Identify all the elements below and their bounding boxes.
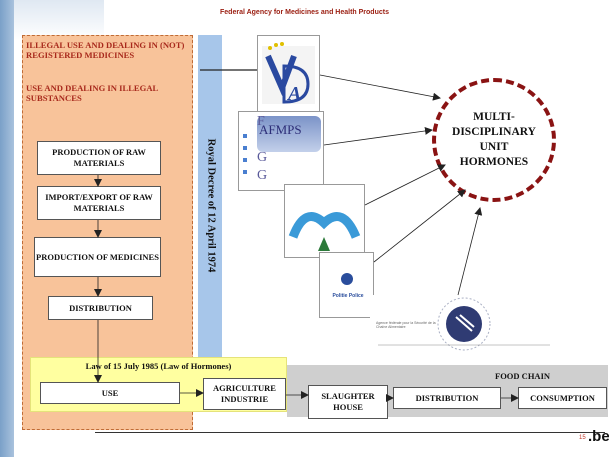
top-decor [14,0,104,40]
afmps-logo: AFMPS F G G [238,111,324,191]
afmps-text: AFMPS [259,122,302,137]
page-number: 15 [579,435,586,441]
panel-title-medicines: ILLEGAL USE AND DEALING IN (NOT) REGISTE… [26,40,185,60]
panel-title-substances: USE AND DEALING IN ILLEGAL SUBSTANCES [26,83,158,103]
chain-use: USE [40,382,180,404]
slide-header: Federal Agency for Medicines and Health … [220,9,389,16]
footer-line [95,432,605,433]
chain-agriculture: AGRICULTURE INDUSTRIE [203,378,286,410]
afmps-letter-g2: G [257,168,268,183]
step-import-export: IMPORT/EXPORT OF RAW MATERIALS [37,186,161,220]
afsca-text: Agence fédérale pour la Sécurité de la C… [376,321,436,329]
chain-distribution: DISTRIBUTION [393,387,501,409]
unit-line-3: UNIT [479,141,509,153]
unit-line-2: DISCIPLINARY [452,126,536,138]
multidisciplinary-unit-circle: MULTI- DISCIPLINARY UNIT HORMONES [432,78,556,202]
ministry-logo [284,184,365,258]
chain-slaughter-house: SLAUGHTER HOUSE [308,385,388,419]
step-production-raw-materials: PRODUCTION OF RAW MATERIALS [37,141,161,175]
step-distribution: DISTRIBUTION [48,296,153,320]
step-production-medicines: PRODUCTION OF MEDICINES [34,237,161,277]
royal-decree-bar [198,35,222,365]
left-decor-bar [0,0,14,457]
afsca-logo: Agence fédérale pour la Sécurité de la C… [370,295,560,353]
afmps-letter-f: F [257,114,265,129]
unit-line-4: HORMONES [459,156,529,168]
svg-text:A: A [286,83,301,105]
food-chain-label: FOOD CHAIN [495,371,551,381]
be-logo: .be [588,428,609,445]
police-logo: Politie Police [319,252,374,318]
afmps-letter-g1: G [257,150,268,165]
unit-line-1: MULTI- [473,111,515,123]
law-label: Law of 15 July 1985 (Law of Hormones) [85,361,232,371]
dga-logo: A [257,35,320,112]
police-text: Politie Police [332,293,364,299]
